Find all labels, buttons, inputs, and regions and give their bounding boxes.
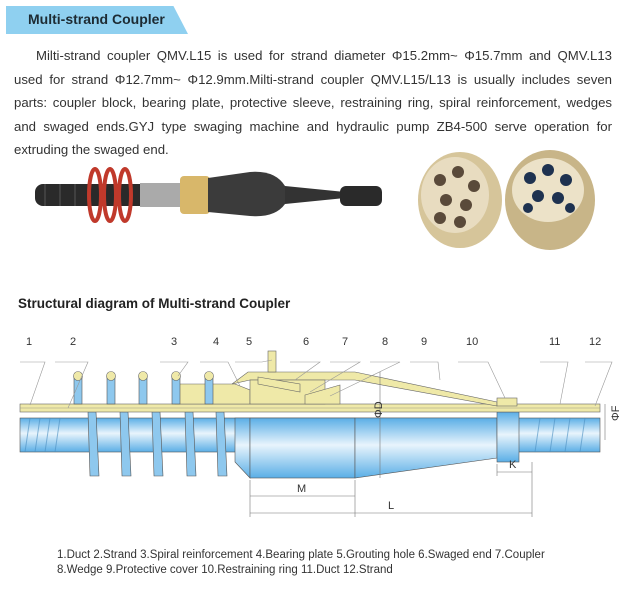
part-7: 7 [342,336,348,348]
part-1: 1 [26,336,32,348]
part-5: 5 [246,336,252,348]
section-title: Multi-strand Coupler [28,11,165,27]
part-11: 11 [549,336,560,348]
legend-line-1: 1.Duct 2.Strand 3.Spiral reinforcement 4… [57,549,545,561]
dim-d: ΦD [373,401,385,418]
dim-f: ΦF [610,405,622,421]
coupler-block-photo [418,150,595,250]
part-4: 4 [213,336,219,348]
dim-l: L [388,500,394,512]
coupler-photo [35,167,382,223]
part-3: 3 [171,336,177,348]
section-banner: Multi-strand Coupler [6,6,188,34]
legend-line-2: 8.Wedge 9.Protective cover 10.Restrainin… [57,564,393,576]
part-10: 10 [466,336,478,348]
dim-m: M [297,483,306,495]
part-8: 8 [382,336,388,348]
structural-diagram: 1 2 3 4 5 6 7 8 9 10 11 12 ΦD ΦF M L K [19,336,622,517]
dim-k: K [509,459,517,471]
part-9: 9 [421,336,427,348]
product-description: Milti-strand coupler QMV.L15 is used for… [14,48,612,157]
part-number-labels: 1 2 3 4 5 6 7 8 9 10 11 12 ΦD ΦF M L K [26,336,622,512]
diagram-title: Structural diagram of Multi-strand Coupl… [18,296,291,311]
part-12: 12 [589,336,601,348]
part-2: 2 [70,336,76,348]
diagram-legend: 1.Duct 2.Strand 3.Spiral reinforcement 4… [57,548,545,578]
part-6: 6 [303,336,309,348]
